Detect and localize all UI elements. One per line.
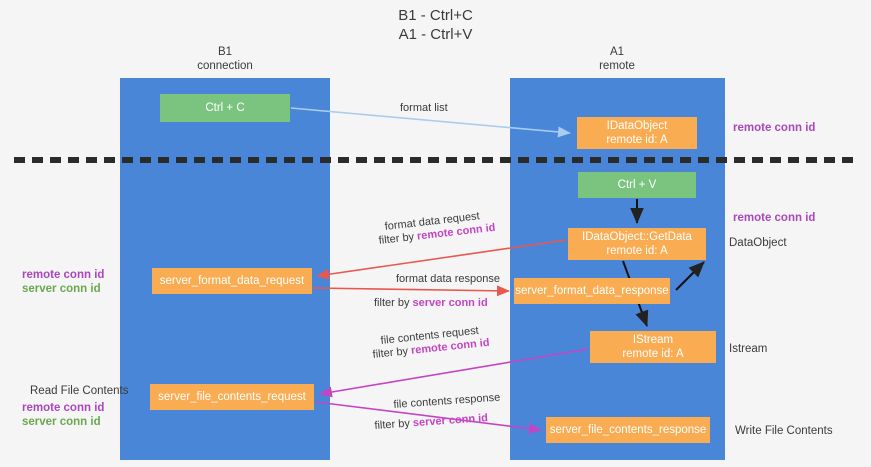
page-title-line1: B1 - Ctrl+C bbox=[398, 7, 473, 24]
filter-key-server-conn-id: server conn id bbox=[412, 412, 489, 430]
node-ctrl-v-label: Ctrl + V bbox=[617, 179, 657, 191]
annotation-read-file-contents: Read File Contents bbox=[30, 385, 129, 397]
node-istream-line1: IStream bbox=[632, 334, 674, 346]
node-getdata-line2: remote id: A bbox=[606, 245, 668, 257]
node-idataobject-line2: remote id: A bbox=[606, 134, 668, 146]
annotation-server-conn-id-left-2: server conn id bbox=[22, 416, 101, 428]
node-istream[interactable]: IStream remote id: A bbox=[590, 331, 716, 363]
node-server-file-contents-response-label: server_file_contents_response bbox=[549, 424, 707, 436]
edge-label-file-contents-response-filter: filter by server conn id bbox=[374, 411, 488, 434]
lane-a1-name: A1 bbox=[609, 46, 625, 58]
edge-label-format-data-response: format data response bbox=[396, 273, 500, 285]
node-idataobject[interactable]: IDataObject remote id: A bbox=[577, 117, 697, 149]
annotation-dataobject: DataObject bbox=[729, 237, 787, 249]
annotation-remote-conn-id-top: remote conn id bbox=[733, 122, 816, 134]
node-getdata[interactable]: IDataObject::GetData remote id: A bbox=[568, 228, 706, 260]
lane-a1-sub: remote bbox=[599, 60, 635, 72]
node-server-format-data-response-label: server_format_data_response bbox=[515, 285, 669, 297]
node-server-file-contents-request-label: server_file_contents_request bbox=[158, 391, 306, 403]
filter-prefix: filter by bbox=[374, 417, 414, 432]
node-idataobject-line1: IDataObject bbox=[606, 120, 668, 132]
filter-key-server-conn-id: server conn id bbox=[412, 297, 488, 309]
filter-prefix: filter by bbox=[378, 230, 418, 247]
edge-label-file-contents-response: file contents response bbox=[393, 391, 501, 411]
lane-b1-name: B1 bbox=[217, 46, 233, 58]
lane-title-a1: A1 remote bbox=[512, 45, 722, 73]
page-title: B1 - Ctrl+C A1 - Ctrl+V bbox=[0, 6, 871, 44]
annotation-remote-conn-id-left-2: remote conn id bbox=[22, 402, 105, 414]
annotation-server-conn-id-left-1: server conn id bbox=[22, 283, 101, 295]
edge-label-format-list: format list bbox=[400, 102, 448, 114]
page-title-line2: A1 - Ctrl+V bbox=[398, 26, 473, 43]
node-ctrl-c[interactable]: Ctrl + C bbox=[160, 94, 290, 122]
node-server-file-contents-request[interactable]: server_file_contents_request bbox=[150, 384, 314, 410]
filter-prefix: filter by bbox=[374, 297, 413, 309]
node-istream-line2: remote id: A bbox=[622, 348, 684, 360]
lane-b1-sub: connection bbox=[197, 60, 253, 72]
node-server-file-contents-response[interactable]: server_file_contents_response bbox=[546, 417, 710, 443]
annotation-remote-conn-id-left-1: remote conn id bbox=[22, 269, 105, 281]
annotation-conn-id-group-file: remote conn id server conn id bbox=[22, 401, 104, 429]
annotation-istream: Istream bbox=[729, 343, 768, 355]
node-ctrl-c-label: Ctrl + C bbox=[205, 102, 245, 114]
node-ctrl-v[interactable]: Ctrl + V bbox=[578, 172, 696, 198]
annotation-remote-conn-id-mid: remote conn id bbox=[733, 212, 816, 224]
node-getdata-line1: IDataObject::GetData bbox=[582, 231, 692, 243]
edge-label-format-data-response-filter: filter by server conn id bbox=[374, 296, 488, 311]
node-server-format-data-request[interactable]: server_format_data_request bbox=[152, 268, 312, 294]
node-server-format-data-request-label: server_format_data_request bbox=[159, 275, 305, 287]
filter-prefix: filter by bbox=[372, 344, 412, 361]
edge-format-data-response bbox=[312, 285, 510, 297]
annotation-conn-id-group-format: remote conn id server conn id bbox=[22, 268, 104, 296]
lane-title-b1: B1 connection bbox=[120, 45, 330, 73]
annotation-write-file-contents: Write File Contents bbox=[735, 425, 833, 437]
node-server-format-data-response[interactable]: server_format_data_response bbox=[514, 278, 670, 304]
